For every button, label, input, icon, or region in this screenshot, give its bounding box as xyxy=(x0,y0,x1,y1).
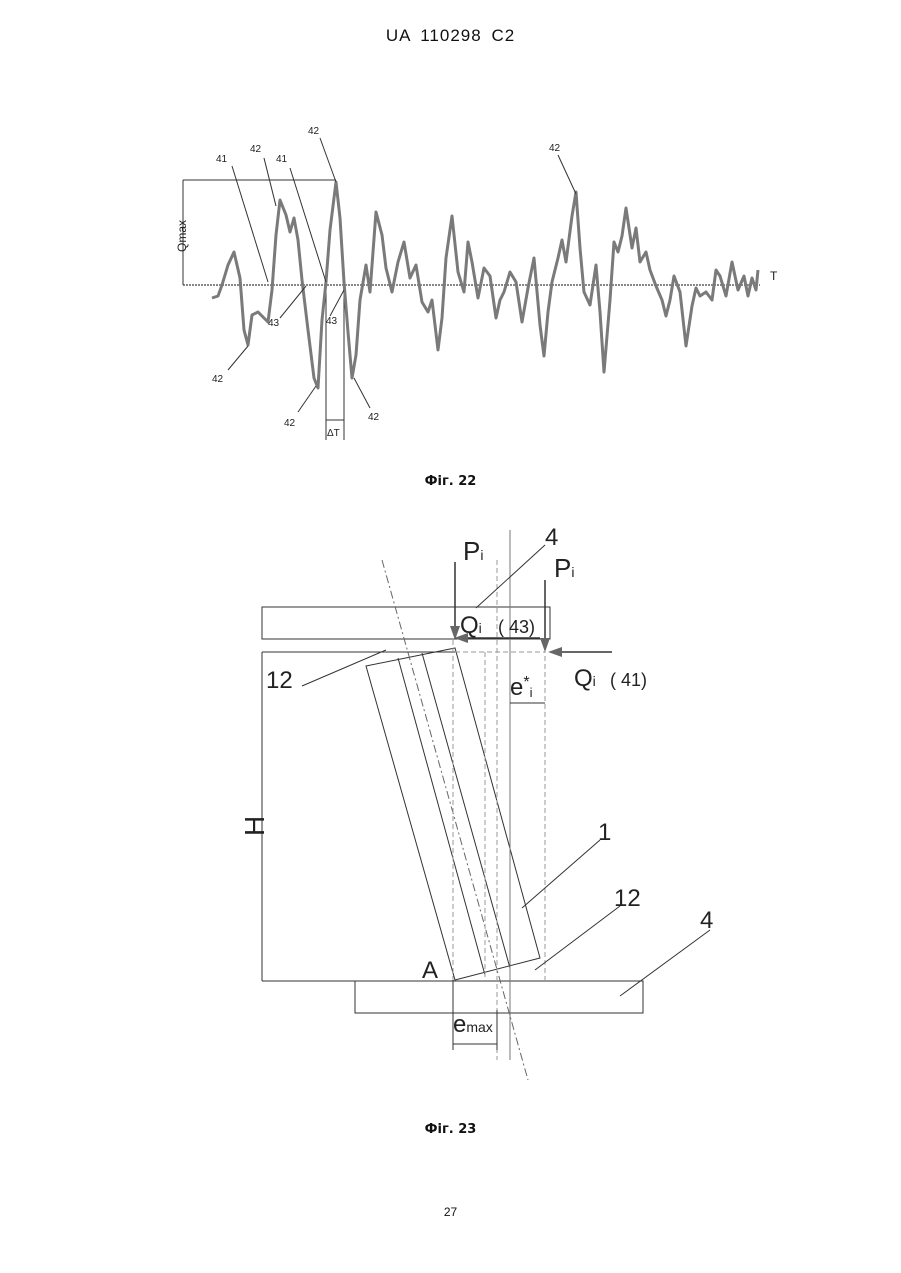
p-right-label: Pi xyxy=(554,553,574,583)
label-42-d: 42 xyxy=(212,374,224,385)
figure-22-caption: Фіг. 22 xyxy=(0,474,901,489)
point-a-label: A xyxy=(422,957,438,984)
label-41-b: 41 xyxy=(276,154,288,165)
ref-1-label: 1 xyxy=(598,819,611,846)
label-42-e: 42 xyxy=(284,418,296,429)
q-side-label: Qi xyxy=(574,665,596,692)
e-max-label: emax xyxy=(453,1011,493,1038)
page-number: 27 xyxy=(0,1205,901,1219)
arrow-q-side xyxy=(548,647,562,657)
delta-t-label: ΔT xyxy=(327,428,340,439)
fig23-drawing xyxy=(262,530,710,1080)
ref-43-label: ( 43) xyxy=(498,617,535,637)
ref-41-label: ( 41) xyxy=(610,670,647,690)
leader-lines xyxy=(228,138,576,412)
q-top-label: Qi xyxy=(460,612,482,639)
ref-12-bottom-label: 12 xyxy=(614,885,641,912)
ref-4-bottom-label: 4 xyxy=(700,907,713,934)
h-label: H xyxy=(239,816,270,836)
label-42-b: 42 xyxy=(308,126,320,137)
bottom-slab xyxy=(355,981,643,1013)
t-axis-label: T xyxy=(770,269,778,283)
label-42-f: 42 xyxy=(368,412,380,423)
label-42-c: 42 xyxy=(549,143,561,154)
qmax-label: Qmax xyxy=(175,220,189,252)
p-left-label: Pi xyxy=(463,536,483,566)
ref-4-top-label: 4 xyxy=(545,524,558,551)
arrow-p-right xyxy=(540,638,550,652)
label-41-a: 41 xyxy=(216,154,228,165)
figure-23-caption: Фіг. 23 xyxy=(0,1122,901,1137)
label-43-b: 43 xyxy=(326,316,338,327)
label-43-a: 43 xyxy=(268,318,280,329)
ref-12-top-label: 12 xyxy=(266,667,293,694)
label-42-a: 42 xyxy=(250,144,262,155)
e-star-label: e*i xyxy=(510,674,533,701)
